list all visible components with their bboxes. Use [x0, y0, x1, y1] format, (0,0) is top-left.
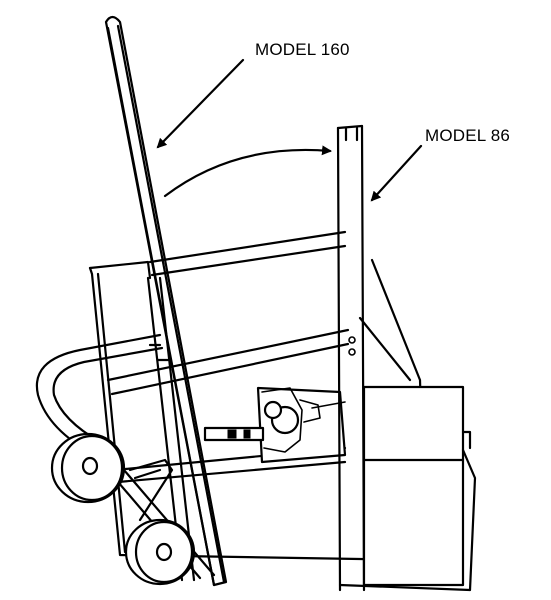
model-160-leader-arrow — [156, 58, 245, 149]
strap-ratchet — [203, 386, 347, 464]
model-86-label: MODEL 86 — [425, 126, 511, 145]
model-160-handle — [104, 15, 228, 587]
model-86-upright — [336, 124, 366, 592]
rotation-arrow — [163, 145, 332, 198]
model-86-load — [338, 385, 477, 592]
model-86-leader-arrow — [370, 144, 423, 202]
model-160-label: MODEL 160 — [255, 40, 350, 59]
lower-wheel — [124, 518, 196, 586]
upper-wheel — [50, 432, 126, 504]
